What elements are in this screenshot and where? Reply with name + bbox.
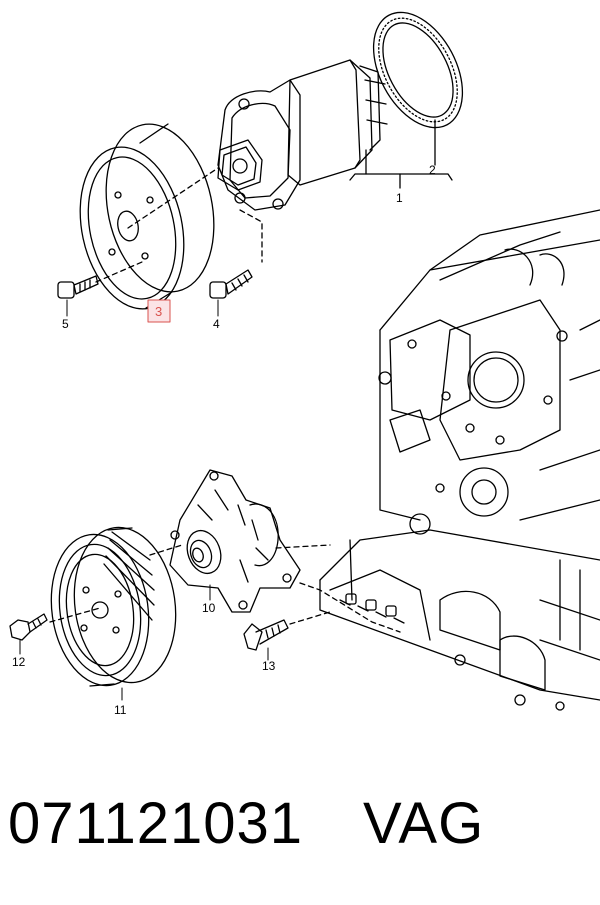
callout-5: 5	[62, 317, 69, 331]
bolt-4	[209, 269, 253, 299]
bolt-12	[9, 613, 48, 641]
group-bracket	[349, 119, 453, 189]
gasket-ring	[372, 11, 464, 129]
engine-block	[319, 209, 600, 711]
bolt-13	[243, 619, 289, 651]
bolt-5	[57, 275, 99, 299]
callout-11: 11	[114, 703, 127, 717]
assembly-guide-lines-lower	[49, 544, 401, 633]
water-pump-assembly	[169, 469, 301, 613]
part-caption: 071121031 VAG	[8, 790, 600, 870]
callout-10: 10	[202, 601, 216, 615]
assembly-guide-lines	[95, 167, 263, 283]
callout-3: 3	[155, 304, 162, 319]
callout-12: 12	[12, 655, 26, 669]
water-pump-housing	[217, 59, 388, 211]
callout-4: 4	[213, 317, 220, 331]
callout-3-highlight	[147, 299, 171, 323]
callout-2: 2	[429, 163, 436, 177]
leader-lines-lower	[19, 584, 269, 701]
callout-1: 1	[396, 191, 403, 205]
part-number: 071121031	[8, 791, 304, 856]
crank-pulley	[50, 526, 177, 687]
callout-13: 13	[262, 659, 276, 673]
drive-pulley	[79, 123, 215, 310]
brand-name: VAG	[363, 791, 485, 856]
leader-lines-upper	[66, 299, 219, 317]
exploded-parts-diagram: 1 2 3 4 5 10 11 12 13	[9, 11, 600, 717]
